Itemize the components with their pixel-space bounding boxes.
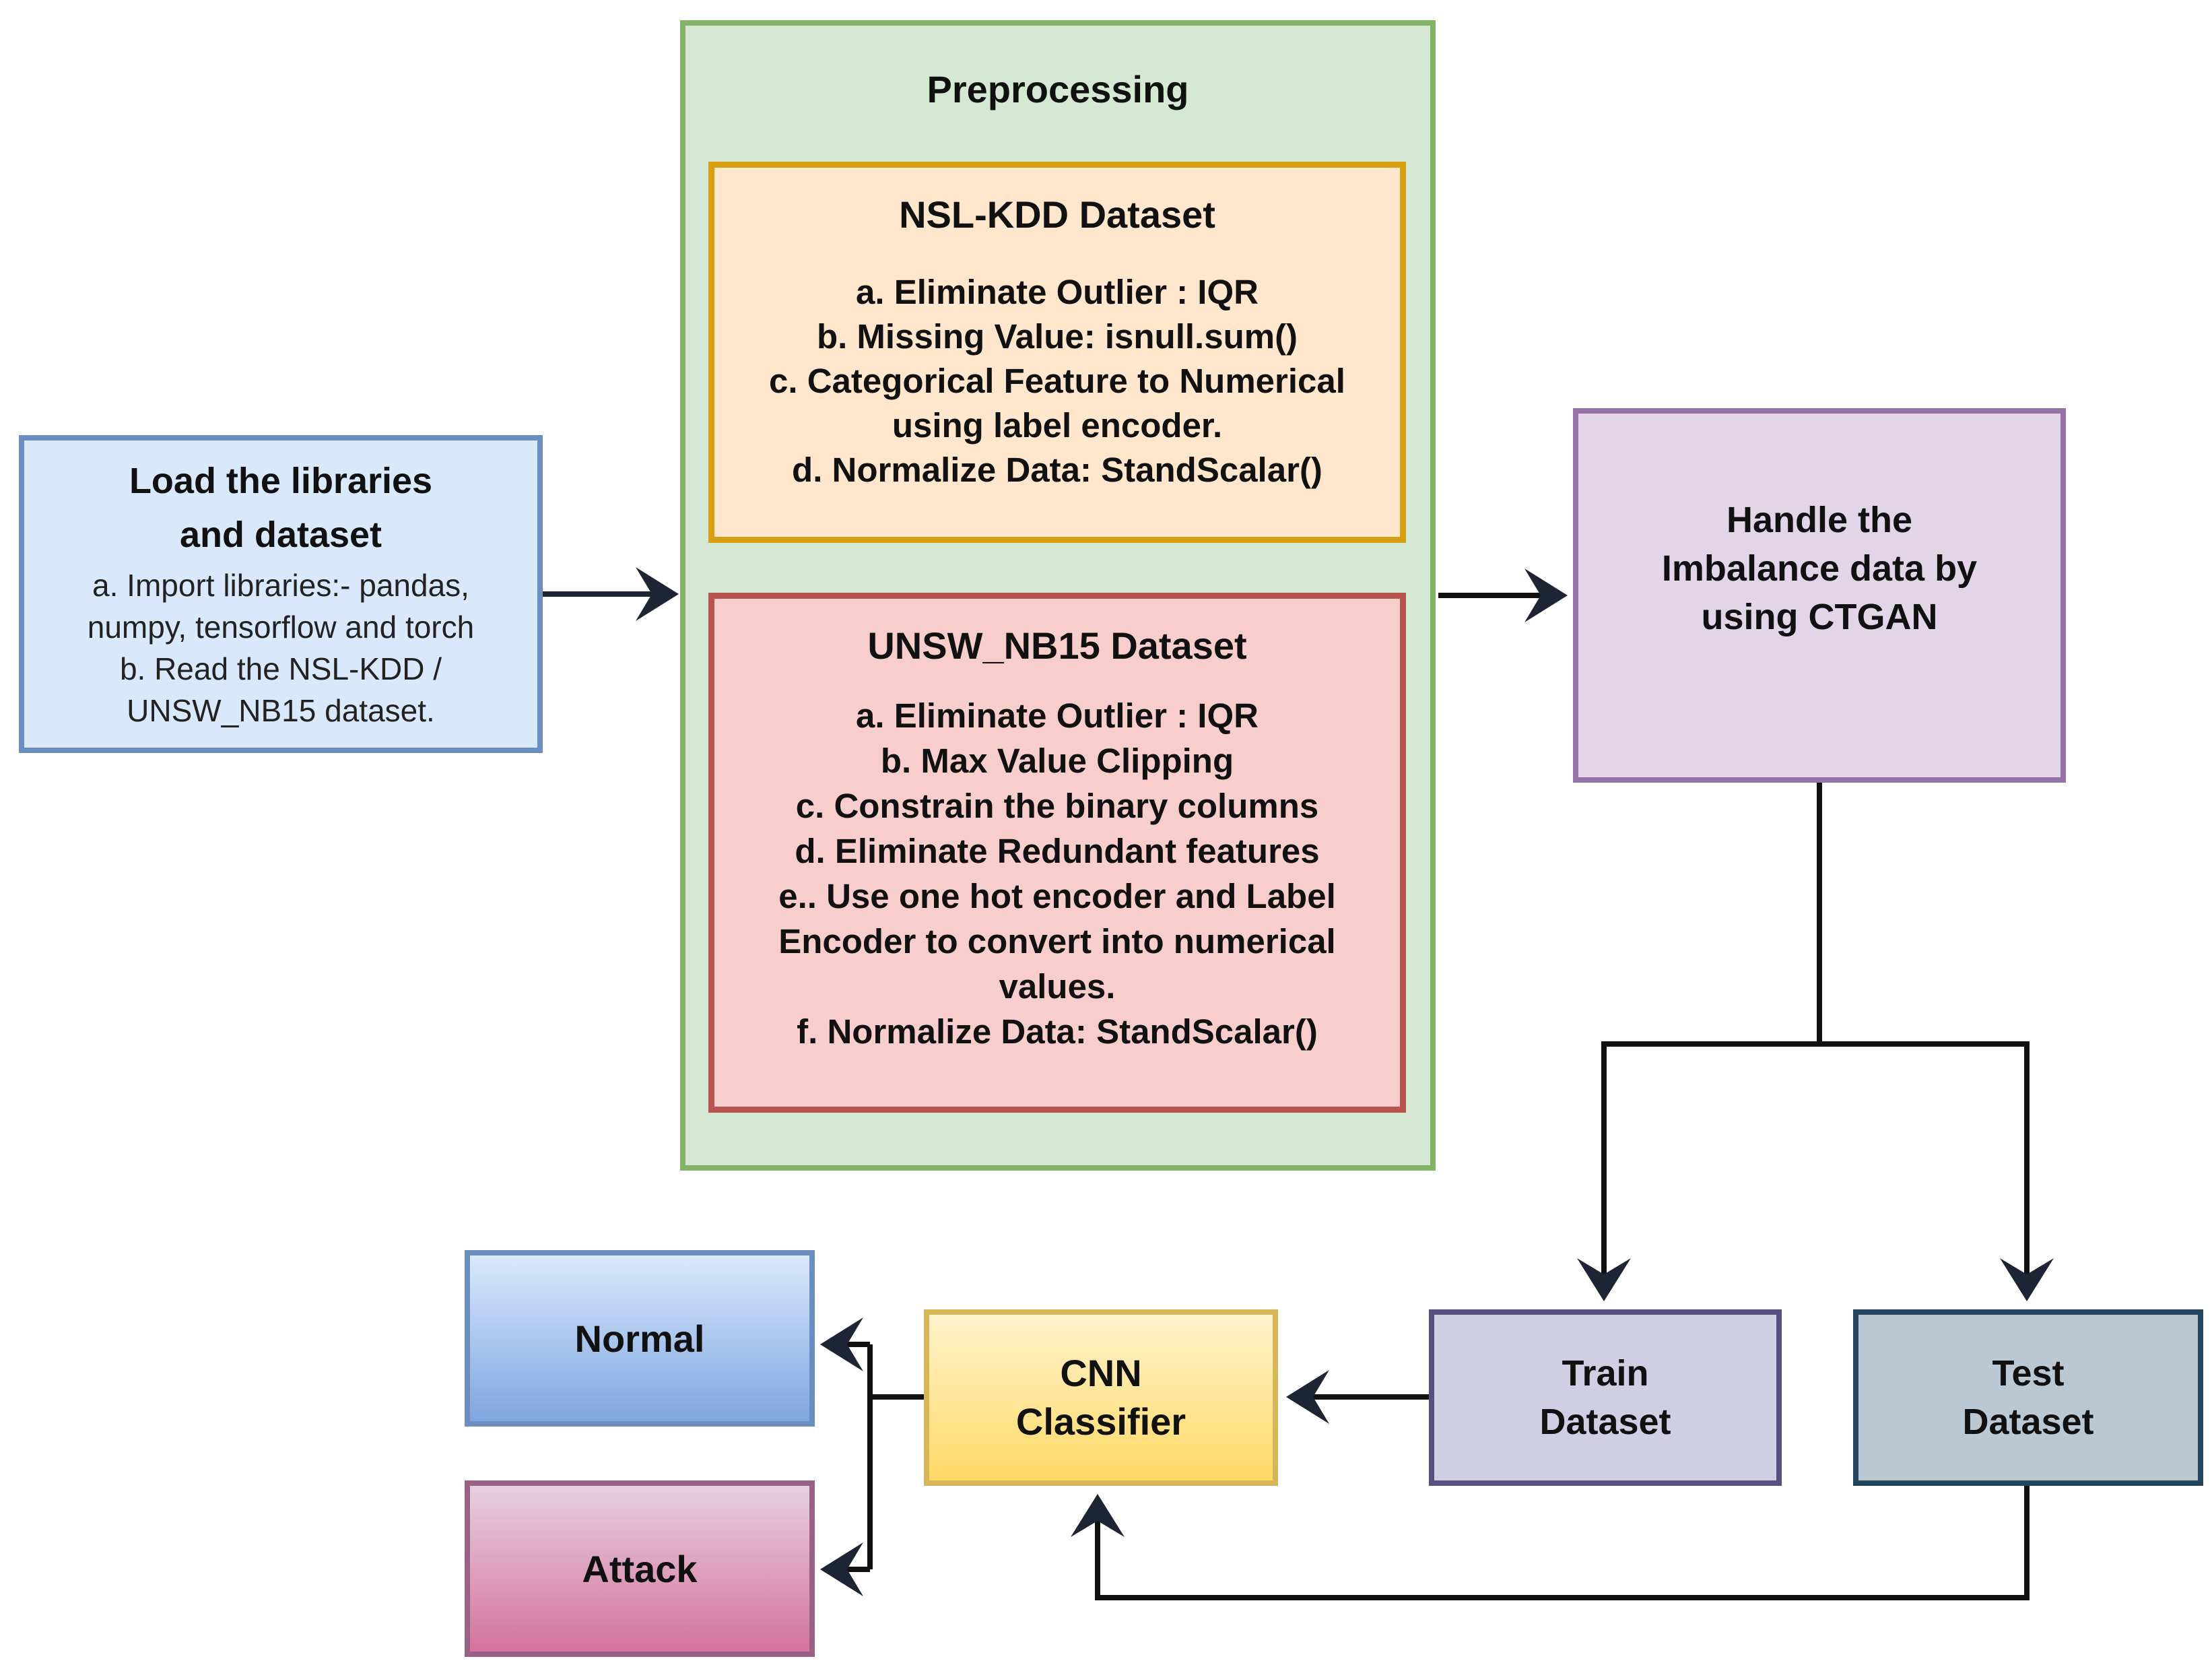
line-cnn-branch bbox=[867, 1344, 924, 1569]
unsw-step: f. Normalize Data: StandScalar() bbox=[797, 1012, 1318, 1051]
nsl-step: a. Eliminate Outlier : IQR bbox=[856, 273, 1259, 311]
nsl-step: d. Normalize Data: StandScalar() bbox=[792, 451, 1322, 489]
preprocessing-title: Preprocessing bbox=[927, 68, 1189, 110]
attack-label: Attack bbox=[582, 1547, 698, 1590]
ctgan-line: using CTGAN bbox=[1701, 597, 1938, 637]
unsw-nb15-steps: a. Eliminate Outlier : IQR b. Max Value … bbox=[778, 693, 1336, 1054]
train-line1: Train bbox=[1562, 1353, 1649, 1394]
nsl-kdd-title: NSL-KDD Dataset bbox=[899, 193, 1215, 236]
unsw-step: values. bbox=[999, 967, 1116, 1006]
nsl-step: b. Missing Value: isnull.sum() bbox=[816, 317, 1298, 356]
attack-output-box: Attack bbox=[465, 1480, 815, 1657]
nsl-step: c. Categorical Feature to Numerical bbox=[769, 362, 1345, 400]
ctgan-box: Handle the Imbalance data by using CTGAN bbox=[1573, 408, 2066, 783]
normal-output-box: Normal bbox=[465, 1250, 815, 1427]
load-item: a. Import libraries:- pandas, bbox=[92, 568, 469, 603]
nsl-step: using label encoder. bbox=[892, 406, 1223, 445]
test-dataset-box: Test Dataset bbox=[1853, 1309, 2203, 1486]
nsl-kdd-box: NSL-KDD Dataset a. Eliminate Outlier : I… bbox=[708, 162, 1406, 543]
load-item: b. Read the NSL-KDD / bbox=[119, 651, 442, 686]
load-title-line1: Load the libraries bbox=[129, 461, 433, 501]
ctgan-line: Imbalance data by bbox=[1661, 548, 1978, 589]
nsl-kdd-steps: a. Eliminate Outlier : IQR b. Missing Va… bbox=[769, 270, 1345, 492]
load-libraries-box: Load the libraries and dataset a. Import… bbox=[19, 435, 543, 753]
cnn-line2: Classifier bbox=[1015, 1400, 1186, 1443]
load-item: UNSW_NB15 dataset. bbox=[127, 693, 435, 728]
train-dataset-box: Train Dataset bbox=[1429, 1309, 1782, 1486]
unsw-nb15-box: UNSW_NB15 Dataset a. Eliminate Outlier :… bbox=[708, 593, 1406, 1113]
unsw-nb15-title: UNSW_NB15 Dataset bbox=[867, 624, 1247, 667]
line-split-to-test bbox=[1819, 1041, 2054, 1301]
cnn-classifier-box: CNN Classifier bbox=[924, 1309, 1278, 1486]
load-item: numpy, tensorflow and torch bbox=[87, 610, 475, 645]
unsw-step: a. Eliminate Outlier : IQR bbox=[856, 696, 1259, 735]
train-line2: Dataset bbox=[1539, 1402, 1671, 1442]
test-line2: Dataset bbox=[1962, 1402, 2094, 1442]
ctgan-line: Handle the bbox=[1726, 500, 1913, 540]
line-ctgan-split bbox=[1577, 783, 1822, 1301]
unsw-step: e.. Use one hot encoder and Label bbox=[778, 877, 1336, 915]
unsw-step: c. Constrain the binary columns bbox=[795, 787, 1319, 825]
unsw-step: b. Max Value Clipping bbox=[880, 742, 1234, 780]
arrow-test-to-cnn bbox=[1071, 1486, 2030, 1600]
test-line1: Test bbox=[1992, 1353, 2065, 1394]
normal-label: Normal bbox=[574, 1317, 705, 1360]
load-items: a. Import libraries:- pandas, numpy, ten… bbox=[88, 564, 474, 731]
load-title-line2: and dataset bbox=[179, 515, 382, 555]
unsw-step: Encoder to convert into numerical bbox=[778, 922, 1336, 960]
cnn-line1: CNN bbox=[1060, 1352, 1142, 1394]
unsw-step: d. Eliminate Redundant features bbox=[795, 832, 1320, 870]
